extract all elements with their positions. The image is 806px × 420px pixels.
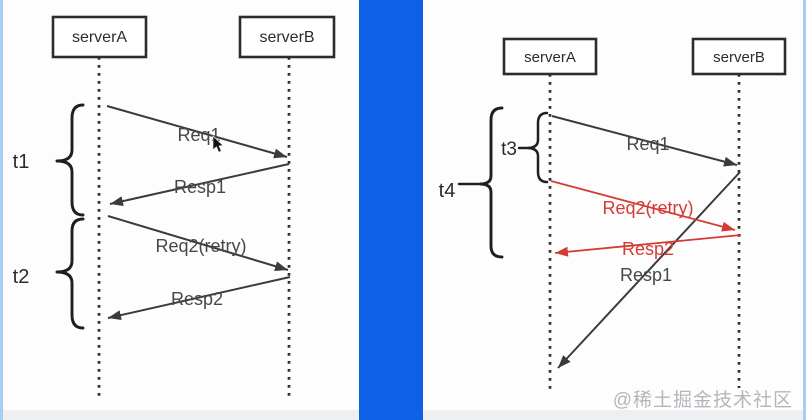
arrow-resp2-red xyxy=(554,234,742,257)
arrow-resp2 xyxy=(107,276,291,321)
right-edge-accent xyxy=(803,0,806,420)
actor-label-serverA: serverA xyxy=(524,49,576,66)
label-resp1: Resp1 xyxy=(620,265,672,285)
arrow-req2-retry-red xyxy=(550,180,736,232)
label-req1: Req1 xyxy=(177,125,220,145)
label-resp2: Resp2 xyxy=(622,239,674,259)
bracket-label-t3: t3 xyxy=(501,139,517,160)
brace-t4 xyxy=(478,106,504,259)
bracket-label-t1: t1 xyxy=(13,151,30,173)
mouse-cursor-icon xyxy=(212,135,224,153)
label-resp1: Resp1 xyxy=(174,177,226,197)
divider-blue-bar xyxy=(359,0,423,420)
bracket-label-t2: t2 xyxy=(13,266,30,288)
actor-label-serverA: serverA xyxy=(72,29,127,46)
left-sequence-diagram: serverA serverB Req1 Resp1 Req2(retry) R… xyxy=(13,15,336,398)
label-resp2: Resp2 xyxy=(171,289,223,309)
actor-box-serverA xyxy=(502,37,598,76)
brace-t1 xyxy=(55,103,85,217)
actor-label-serverB: serverB xyxy=(713,49,765,66)
label-req2-retry: Req2(retry) xyxy=(155,236,246,256)
label-req2-retry: Req2(retry) xyxy=(602,198,693,218)
arrow-req1 xyxy=(551,115,738,167)
arrow-resp1 xyxy=(109,163,290,207)
label-req1: Req1 xyxy=(626,134,669,154)
bracket-label-t4: t4 xyxy=(439,180,456,202)
arrow-req2-retry xyxy=(107,215,289,272)
actor-box-serverA xyxy=(51,15,148,59)
brace-t3 xyxy=(525,111,549,184)
right-sequence-diagram: serverA serverB Req1 Req2(retry) Resp2 R… xyxy=(439,37,787,390)
brace-t2 xyxy=(55,217,85,330)
actor-label-serverB: serverB xyxy=(259,29,314,46)
actor-box-serverB xyxy=(691,37,787,76)
arrow-resp1-long xyxy=(557,171,741,369)
watermark-text: @稀土掘金技术社区 xyxy=(612,390,793,411)
actor-box-serverB xyxy=(238,15,336,59)
arrow-req1 xyxy=(106,105,288,159)
left-edge-accent xyxy=(0,0,3,420)
